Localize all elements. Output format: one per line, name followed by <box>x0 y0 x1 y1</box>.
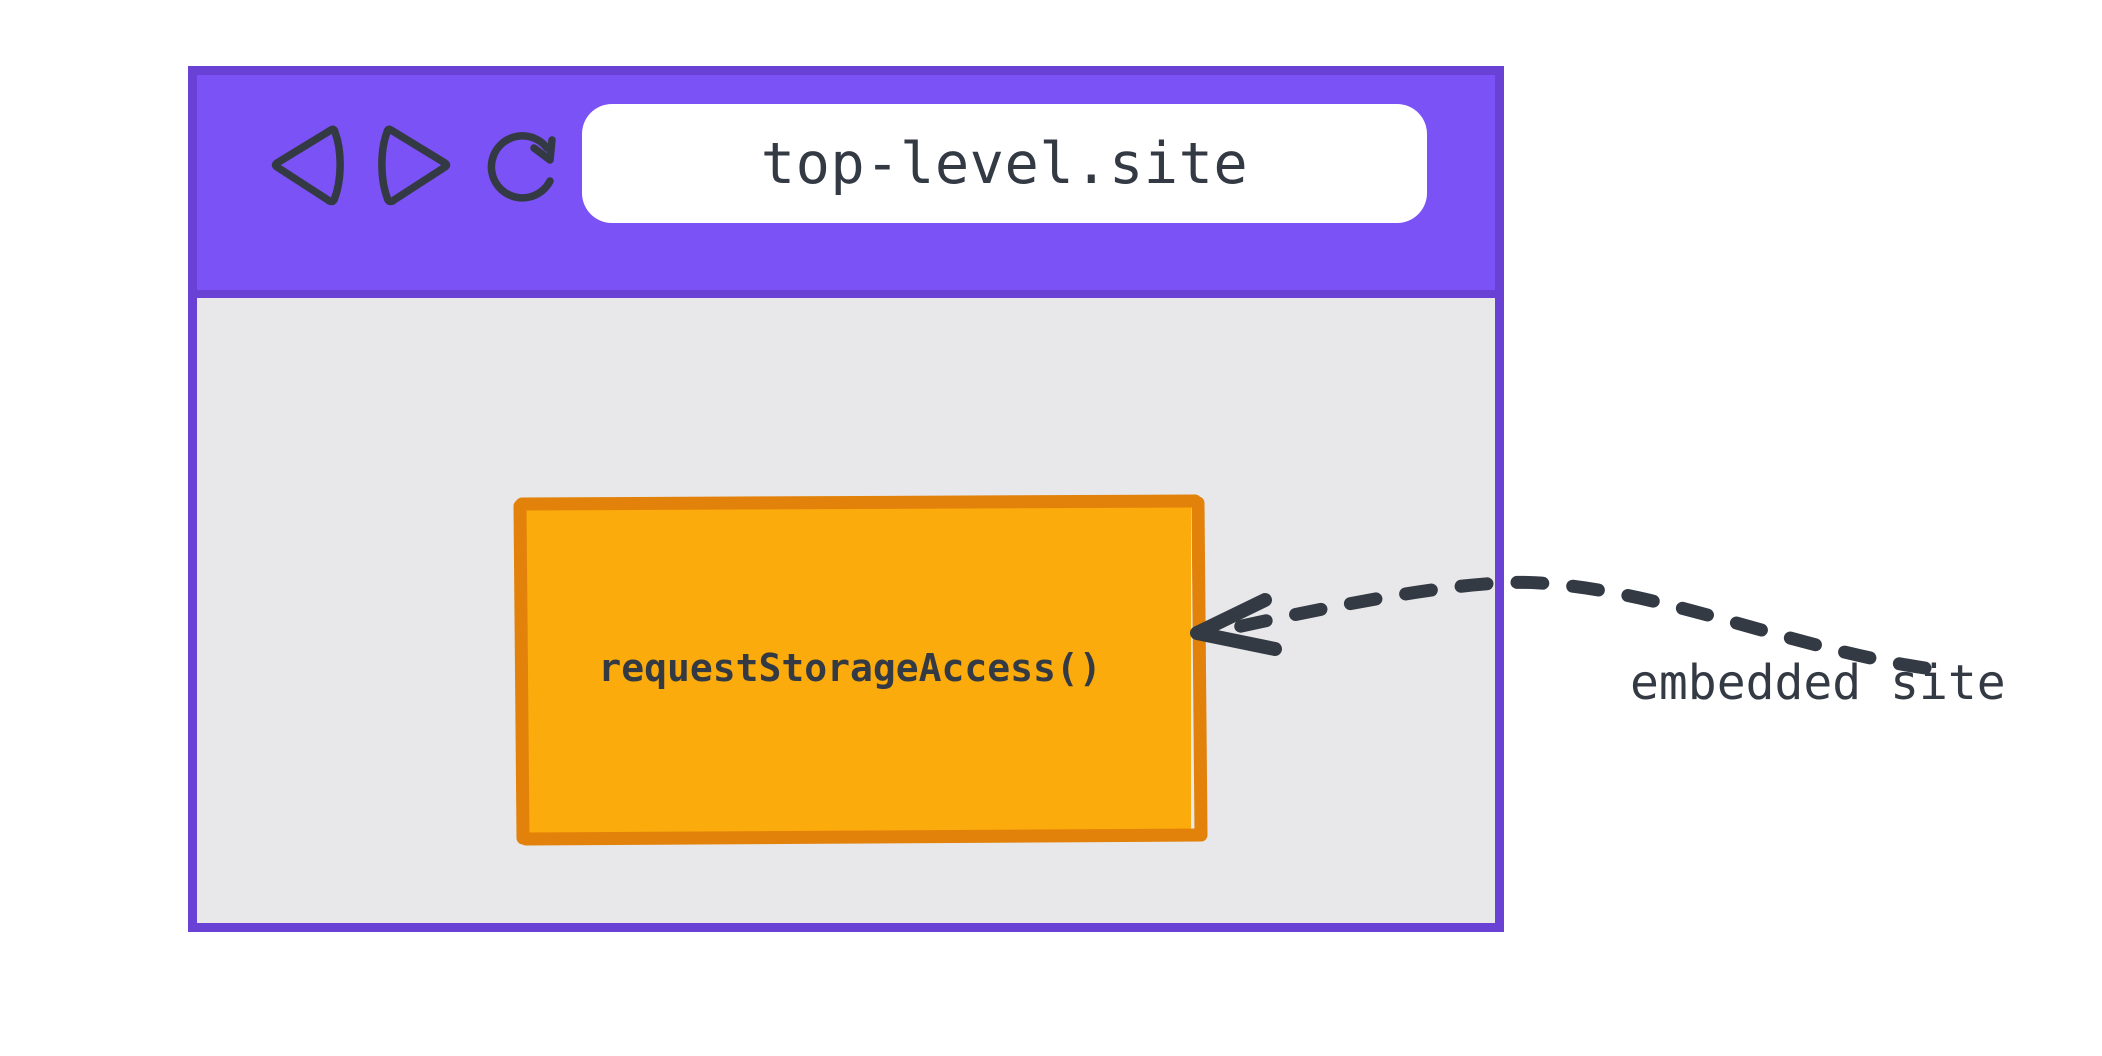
browser-toolbar: top-level.site <box>197 75 1495 298</box>
address-bar-value: top-level.site <box>760 130 1249 197</box>
navigation-controls <box>269 123 559 207</box>
embedded-frame-outline <box>513 494 1208 846</box>
embedded-frame-label: requestStorageAccess() <box>598 645 1102 690</box>
embedded-frame-label-wrap: requestStorageAccess() <box>517 494 1203 847</box>
reload-circular-arrow-icon[interactable] <box>481 123 559 207</box>
embedded-frame-fill <box>523 500 1191 835</box>
annotation-label: embedded site <box>1630 655 2006 711</box>
embedded-frame[interactable]: requestStorageAccess() <box>513 494 1208 847</box>
address-bar[interactable]: top-level.site <box>582 104 1427 223</box>
back-triangle-icon[interactable] <box>269 123 347 207</box>
forward-triangle-icon[interactable] <box>375 123 453 207</box>
